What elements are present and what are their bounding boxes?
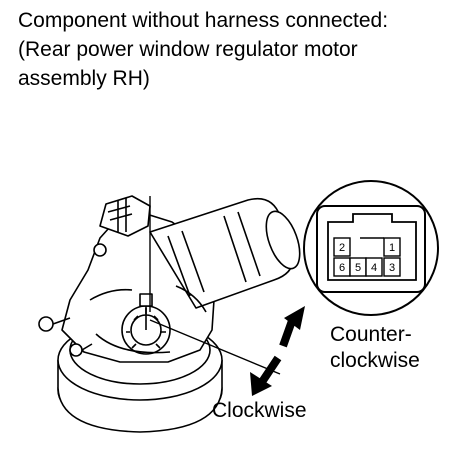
output-shaft-key	[139, 293, 153, 307]
motor-end-cap	[265, 210, 301, 270]
clockwise-leader-line	[149, 319, 281, 375]
counterclockwise-arrow	[279, 306, 305, 348]
terminal-number-3: 3	[389, 262, 395, 274]
counterclockwise-label-line-2: clockwise	[330, 349, 420, 372]
connector-face-callout	[303, 180, 439, 316]
terminal-number-1: 1	[389, 242, 395, 254]
connector-terminals	[333, 237, 401, 277]
terminal-3	[383, 257, 401, 277]
counterclockwise-label: Counter- clockwise	[330, 322, 420, 374]
terminal-number-4: 4	[371, 262, 377, 274]
figure-caption: Component without harness connected: (Re…	[18, 6, 468, 93]
clockwise-arrow	[250, 355, 282, 396]
connector-detail	[107, 198, 133, 232]
motor-assembly	[38, 195, 301, 433]
clockwise-label: Clockwise	[212, 399, 307, 422]
terminal-number-5: 5	[355, 262, 361, 274]
terminal-1	[383, 237, 401, 257]
caption-line-3: assembly RH)	[18, 67, 150, 90]
mounting-lug-lower	[69, 343, 83, 357]
caption-line-2: (Rear power window regulator motor	[18, 38, 358, 61]
terminal-2	[333, 237, 351, 257]
terminal-4	[365, 257, 383, 277]
mounting-lug-left	[38, 316, 54, 332]
connector-terminal-numbers: 2 1 6 5 4 3	[339, 242, 395, 274]
housing-contours	[89, 285, 207, 354]
caption-line-1: Component without harness connected:	[18, 9, 389, 32]
terminal-number-6: 6	[339, 262, 345, 274]
terminal-number-2: 2	[339, 242, 345, 254]
lug-arm-left	[52, 317, 93, 351]
motor-ribs	[167, 211, 261, 297]
mounting-lug-top	[93, 243, 107, 257]
counterclockwise-label-line-1: Counter-	[330, 323, 412, 346]
